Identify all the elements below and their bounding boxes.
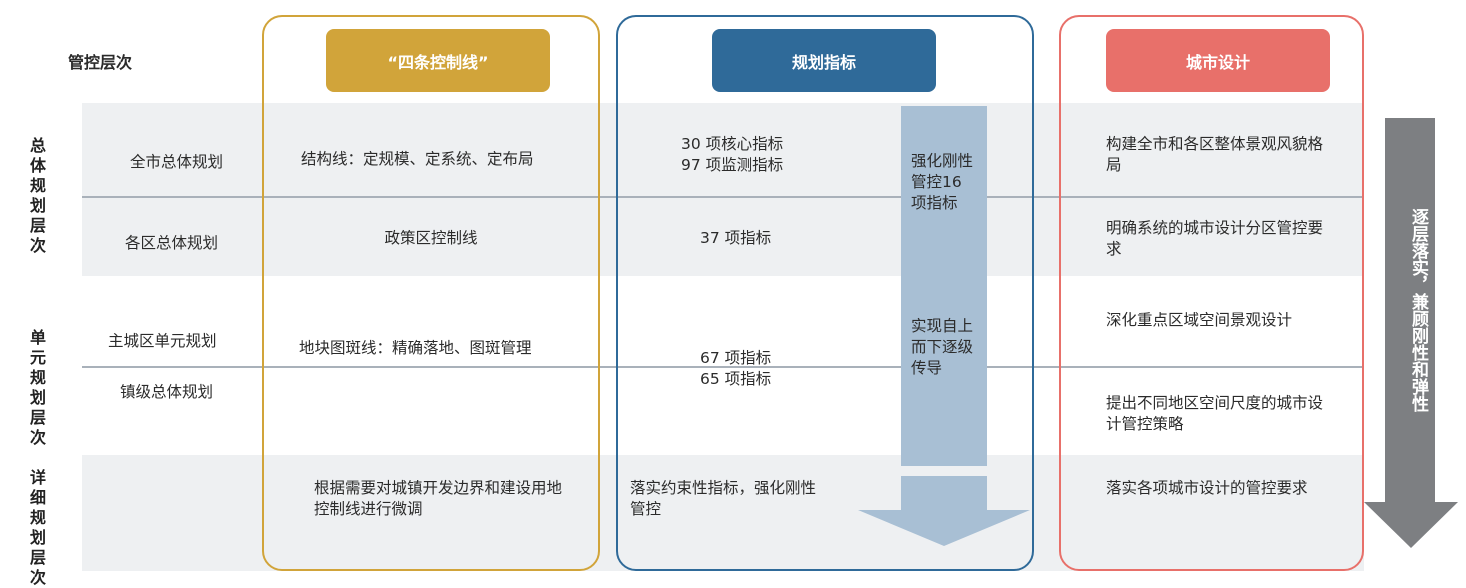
layered-implementation-arrow [1364,118,1458,548]
column-indicators [616,15,1034,571]
control-line-row1: 结构线：定规模、定系统、定布局 [301,150,534,168]
control-line-row3: 地块图斑线：精确落地、图斑管理 [299,339,532,357]
arrow-shaft-upper [901,106,987,466]
plan-unit-main: 主城区单元规划 [108,332,217,350]
indicator-row3-a: 67 项指标 [700,349,772,367]
indicator-row4: 落实约束性指标，强化刚性管控 [630,479,817,518]
control-line-row4: 根据需要对城镇开发边界和建设用地控制线进行微调 [314,479,563,518]
level-detail: 详细规划层次 [30,468,47,587]
side-arrow-shaft [1385,118,1435,502]
indicator-row1-b: 97 项监测指标 [681,156,784,174]
corner-label: 管控层次 [68,53,133,72]
column-control-lines [262,15,600,571]
header-urban-design: 城市设计 [1106,29,1330,92]
arrow-head [858,510,1030,546]
arrow-text-transmission: 实现自上而下逐级传导 [911,317,974,377]
transmission-arrow [858,106,1030,546]
indicator-row3-b: 65 项指标 [700,370,772,388]
header-control-lines: “四条控制线” [326,29,550,92]
arrow-text-rigid: 强化刚性管控16 项指标 [911,152,974,212]
arrow-shaft-lower [901,476,987,510]
side-arrow-label: 逐层落实，兼顾刚性和弹性 [1408,208,1428,412]
band-detail [82,455,1364,571]
side-arrow-head [1364,502,1458,548]
plan-district-overall: 各区总体规划 [125,234,219,252]
design-row4: 提出不同地区空间尺度的城市设计管控策略 [1106,394,1324,433]
plan-city-overall: 全市总体规划 [130,153,224,171]
divider-unit [82,366,1364,368]
plan-town-overall: 镇级总体规划 [120,383,214,401]
level-unit: 单元规划层次 [30,328,47,447]
design-row2: 明确系统的城市设计分区管控要求 [1106,219,1324,258]
control-line-row2: 政策区控制线 [384,229,478,247]
indicator-row2: 37 项指标 [700,229,772,247]
design-row3: 深化重点区域空间景观设计 [1106,311,1293,329]
indicator-row1-a: 30 项核心指标 [681,135,784,153]
design-row5: 落实各项城市设计的管控要求 [1106,479,1308,497]
level-overall: 总体规划层次 [30,136,47,255]
band-overall [82,103,1364,276]
design-row1: 构建全市和各区整体景观风貌格局 [1106,135,1324,174]
column-urban-design [1059,15,1364,571]
header-indicators: 规划指标 [712,29,936,92]
divider-overall [82,196,1364,198]
